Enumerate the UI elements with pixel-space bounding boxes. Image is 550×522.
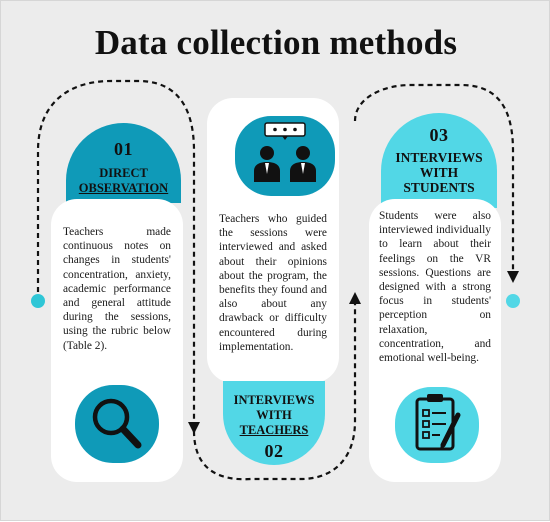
step-2-title-line-1: INTERVIEWS — [233, 393, 315, 407]
start-dot — [31, 294, 45, 308]
step-2-icon-disc — [235, 116, 335, 196]
step-3-title-line-1: INTERVIEWS — [395, 150, 483, 165]
step-2-title-line-2: WITH — [256, 408, 292, 422]
step-1-title-line-2: OBSERVATION — [78, 181, 169, 195]
step-3-title-line-3: STUDENTS — [403, 180, 475, 195]
connector-right-arc — [353, 83, 515, 276]
people-talking-icon — [254, 122, 316, 182]
step-3-card: Students were also interviewed individua… — [369, 199, 501, 482]
step-1-number: 01 — [114, 139, 133, 159]
step-3-title-line-2: WITH — [419, 165, 459, 180]
step-3-icon-disc — [395, 387, 479, 463]
step-3-number: 03 — [429, 125, 449, 145]
arrow-up-middle — [349, 292, 361, 304]
connector-bottom-arc — [192, 303, 357, 481]
step-3-header: 03 INTERVIEWS WITH STUDENTS — [381, 113, 497, 208]
step-2-card: Teachers who guided the sessions were in… — [207, 98, 339, 383]
step-2-title-line-3: TEACHERS — [239, 423, 309, 437]
step-1-title-line-1: DIRECT — [99, 166, 148, 180]
arrow-down-right — [507, 271, 519, 283]
connector-left-arc — [36, 79, 196, 431]
page-title: Data collection methods — [94, 23, 458, 62]
clipboard-checklist-icon — [415, 394, 461, 451]
step-2-number: 02 — [264, 441, 284, 461]
step-1-header: 01 DIRECT OBSERVATION — [66, 123, 181, 203]
step-3-description: Students were also interviewed individua… — [379, 210, 491, 365]
step-1-description: Teachers made continuous notes on change… — [63, 226, 171, 352]
step-1-icon-disc — [75, 385, 159, 463]
step-2-footer: INTERVIEWS WITH TEACHERS 02 — [223, 381, 325, 465]
step-2-description: Teachers who guided the sessions were in… — [219, 213, 327, 353]
end-dot — [506, 294, 520, 308]
arrow-down-left — [188, 422, 200, 434]
magnifying-glass-icon — [92, 398, 142, 449]
